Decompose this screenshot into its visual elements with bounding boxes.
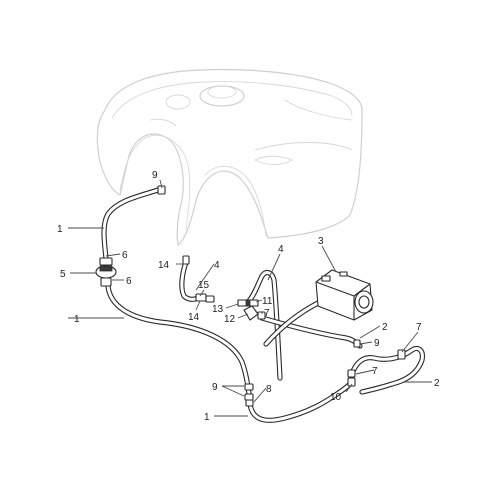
fitting-10 [347,377,356,387]
callout-1-upper: 1 [57,224,63,235]
components [95,185,406,407]
callout-7-right-top: 7 [416,322,422,333]
callout-6-upper: 6 [122,250,128,261]
callout-9-lower: 9 [212,382,218,393]
clamp-9-right [353,339,361,348]
carbon-canister [315,269,374,321]
callout-9-top: 9 [152,170,158,181]
callout-8: 8 [266,384,272,395]
callout-15: 15 [198,280,210,291]
leader-lines [68,179,432,417]
callout-2-cross: 2 [382,322,388,333]
callout-13: 13 [212,304,224,315]
fitting-14 [182,255,190,265]
clamp-9-lower-a [244,383,254,391]
clamp-7-right [397,349,406,360]
fitting-13 [205,295,215,303]
callout-14-upper: 14 [158,260,170,271]
callout-5: 5 [60,269,66,280]
fuel-tank-ghost [96,68,363,246]
callout-9-right: 9 [374,338,380,349]
callout-2-loop: 2 [434,378,440,389]
hose-1-long [105,283,253,401]
callout-labels: 1 1 1 2 2 3 4 4 5 6 6 7 7 7 8 9 9 9 10 1… [57,170,440,423]
callout-12: 12 [224,314,236,325]
callout-7-mid: 7 [264,308,270,319]
callout-14-lower: 14 [188,312,200,323]
callout-4-upper: 4 [214,260,220,271]
hose-network [101,187,425,423]
callout-1-lower: 1 [204,412,210,423]
callout-1-middle: 1 [74,314,80,325]
callout-6-lower: 6 [126,276,132,287]
callout-3: 3 [318,236,324,247]
tee-12 [243,305,259,321]
clamp-9-lower-b [244,393,254,401]
callout-7-right-lower: 7 [372,366,378,377]
callout-4-long: 4 [278,244,284,255]
clamp-7-mid [257,311,266,320]
clamp-7-lower [347,369,356,378]
callout-10: 10 [330,392,342,403]
check-valve [95,257,117,287]
callout-11: 11 [262,296,273,307]
union-8 [245,399,254,407]
